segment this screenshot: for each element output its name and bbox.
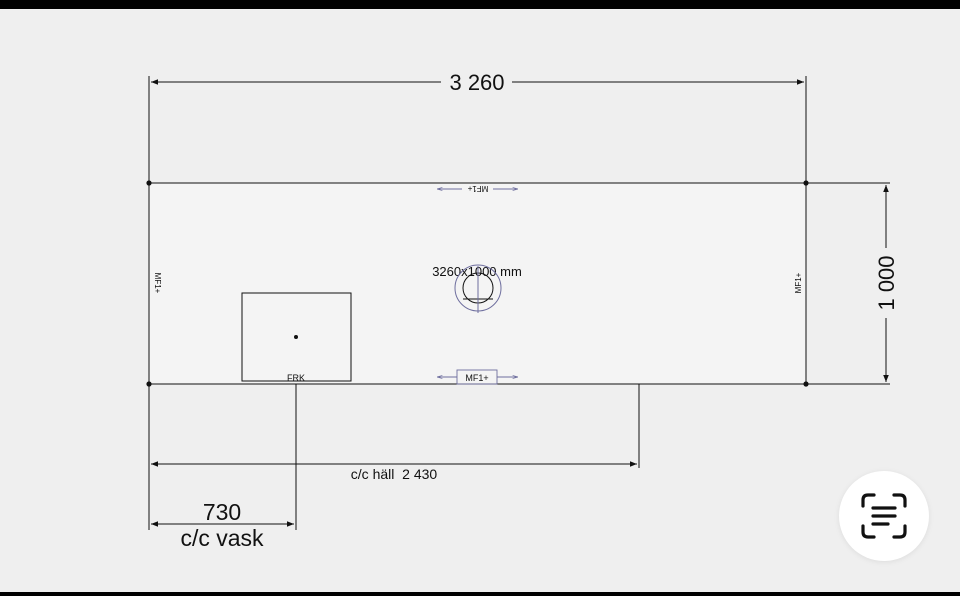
sink-dimension-value: 730 [203,499,241,525]
edge-bottom: MF1+ [437,369,518,385]
edge-label-top: MF1+ [467,184,488,193]
sink-label: FRK [287,373,305,383]
hob-dimension-label: c/c häll 2 430 [351,466,438,482]
center-symbol [454,264,502,313]
edge-top: MF1+ [437,184,518,193]
edge-label-left: MF1+ [153,273,162,294]
overall-width-label: 3 260 [449,70,504,95]
sink-cutout [241,292,352,382]
top-bar [0,0,960,9]
size-label: 3260x1000 mm [432,264,522,279]
edge-label-bottom: MF1+ [465,373,488,383]
edge-label-right: MF1+ [794,272,803,293]
live-text-button[interactable] [839,471,929,561]
bottom-bar [0,592,960,596]
overall-depth-label: 1 000 [874,255,899,310]
sink-dimension-label: c/c vask [180,525,264,551]
sink-center-dot [294,335,298,339]
live-text-scan-icon [861,493,907,539]
